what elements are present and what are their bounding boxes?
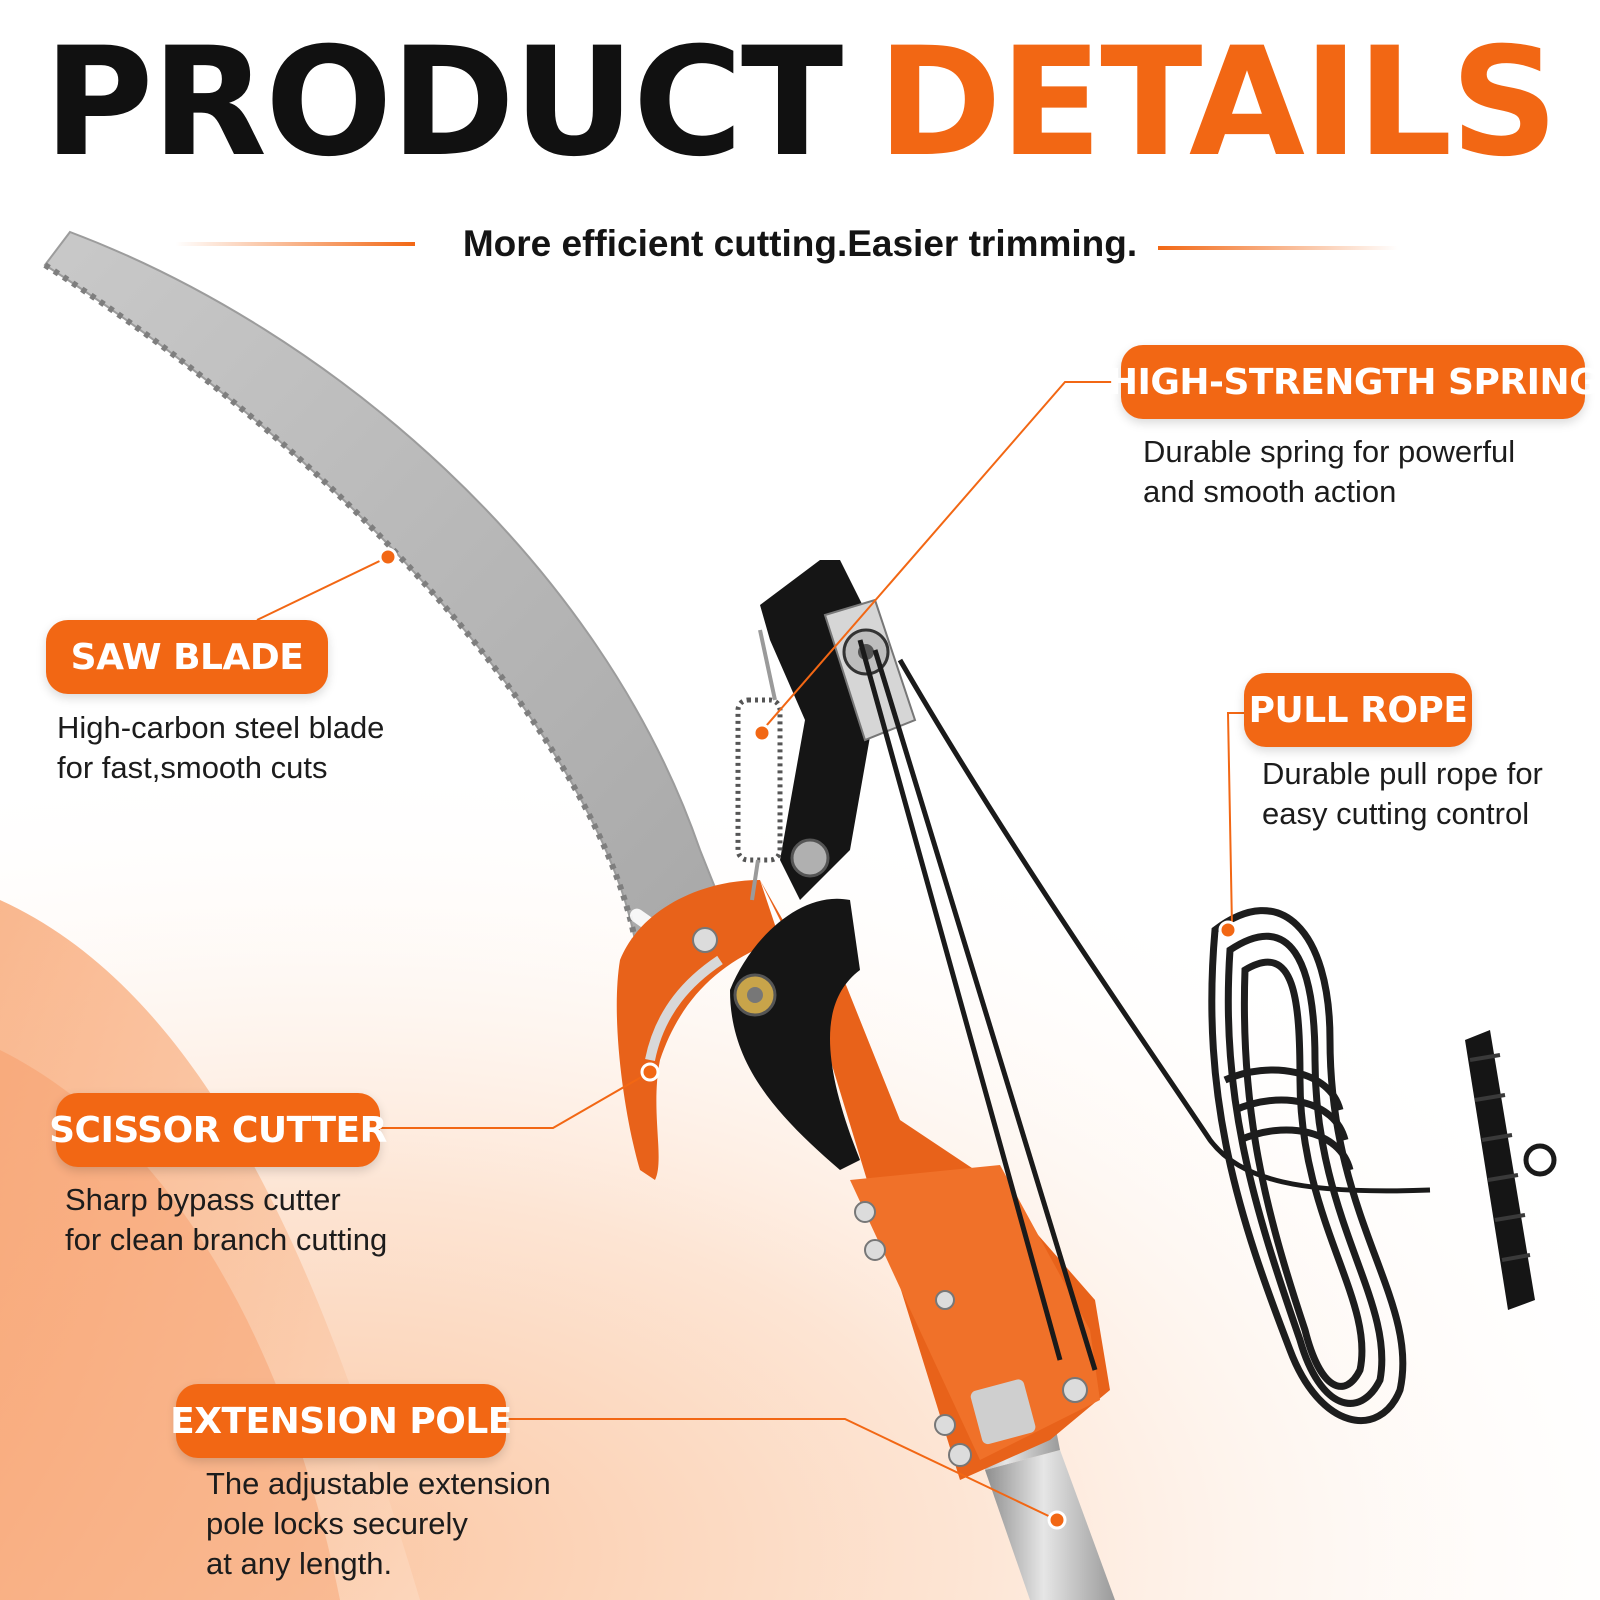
rope-handle-grip	[1465, 1030, 1557, 1310]
pull-rope-label: PULL ROPE	[1244, 673, 1472, 747]
orange-cutter-body	[616, 880, 1110, 1480]
rope-lines	[857, 639, 1431, 1371]
saw-blade-label: SAW BLADE	[46, 620, 328, 694]
extension-pole-desc: The adjustable extension pole locks secu…	[206, 1466, 551, 1581]
saw-blade-desc: High-carbon steel blade for fast,smooth …	[57, 710, 385, 785]
scissor-cutter-desc: Sharp bypass cutter for clean branch cut…	[65, 1182, 388, 1257]
saw-blade-shape	[43, 230, 722, 962]
pull-rope-desc: Durable pull rope for easy cutting contr…	[1262, 756, 1543, 831]
extension-pole-label: EXTENSION POLE	[170, 1384, 512, 1458]
spring-shape	[735, 629, 783, 901]
subtitle: More efficient cutting.Easier trimming.	[462, 223, 1138, 264]
scissor-cutter-label: SCISSOR CUTTER	[49, 1093, 387, 1167]
title-word-product: PRODUCT	[43, 16, 844, 190]
title-word-details: DETAILS	[877, 16, 1558, 190]
rope-coil-shape	[1208, 907, 1407, 1425]
spring-label: HIGH-STRENGTH SPRING	[1108, 345, 1599, 419]
spring-desc: Durable spring for powerful and smooth a…	[1143, 434, 1516, 509]
